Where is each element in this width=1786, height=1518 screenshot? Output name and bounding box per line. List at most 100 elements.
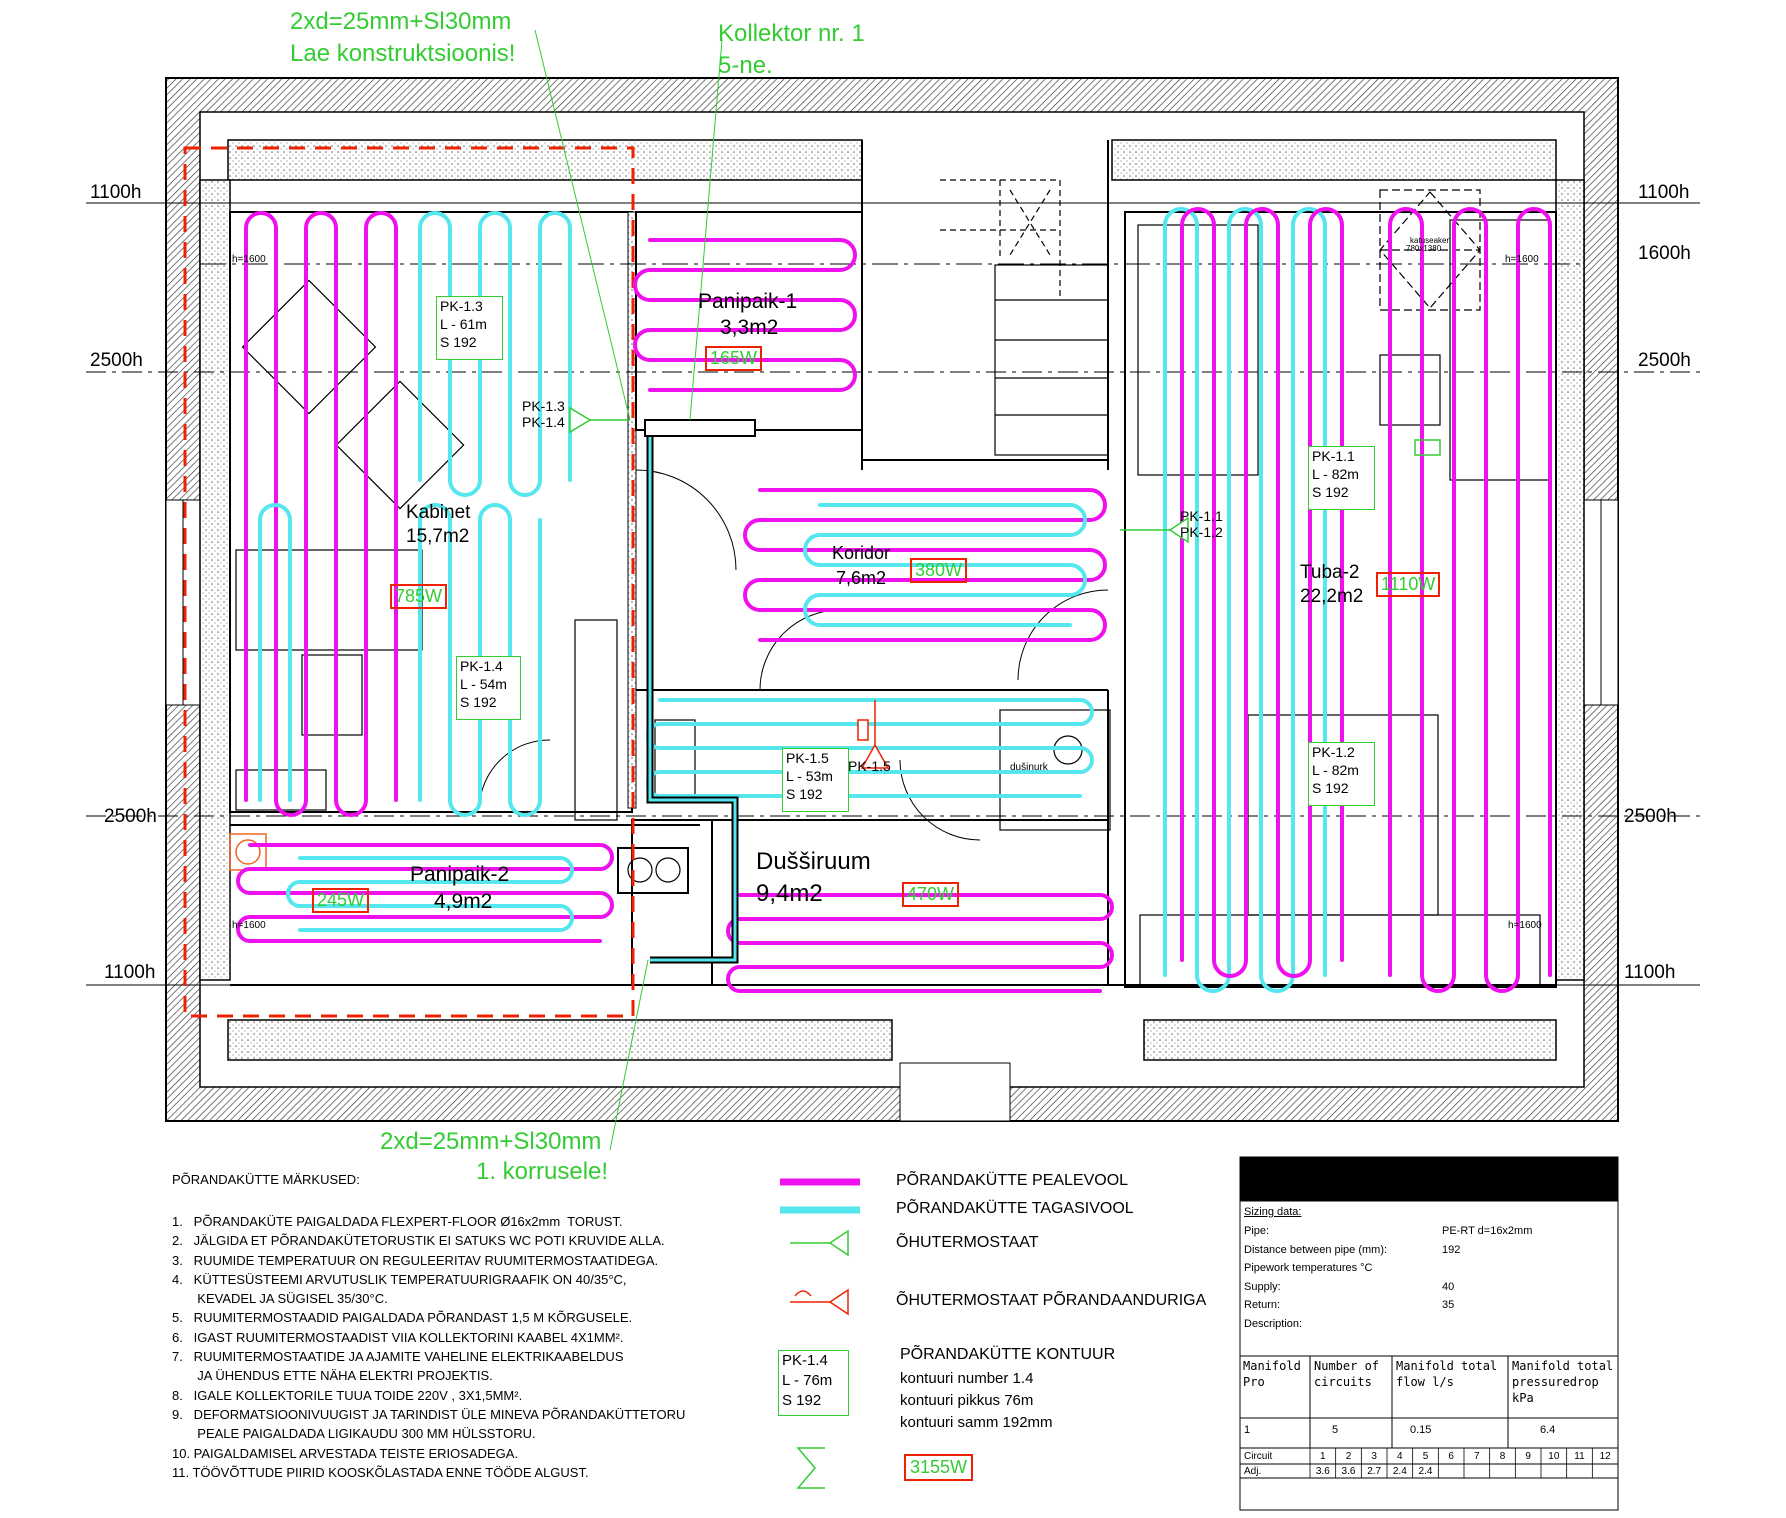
circuit-number-cell: 4 xyxy=(1397,1451,1403,1462)
legend-thermostat: ÕHUTERMOSTAAT xyxy=(896,1234,1039,1251)
red-dashed-zone xyxy=(183,146,635,1018)
callout-leaders xyxy=(534,29,723,1151)
note-line: 11. TÖÖVÕTTUDE PIIRID KOOSKÕLASTADA ENNE… xyxy=(172,1464,589,1480)
thermostat-label-pk11: PK-1.1 xyxy=(1180,508,1223,524)
note-line: 1. PÕRANDAKÜTE PAIGALDADA FLEXPERT-FLOOR… xyxy=(172,1214,623,1229)
pipe-pk13-return xyxy=(418,211,572,497)
room-panipaik1-power: 165W xyxy=(705,346,763,371)
legend-thermostat-floor: ÕHUTERMOSTAAT PÕRANDAANDURIGA xyxy=(896,1292,1207,1309)
circuit-step: S 192 xyxy=(786,786,823,802)
pipe-panipaik2-return xyxy=(286,856,574,932)
legend-circuit-title: PÕRANDAKÜTTE KONTUUR xyxy=(900,1346,1116,1363)
circuit-step: S 192 xyxy=(440,334,477,350)
sizing-table-frame xyxy=(1239,1156,1619,1511)
pipe-pk12-supply xyxy=(1388,207,1552,993)
sizing-title: Sizing data: xyxy=(1244,1206,1302,1218)
circuit-length: L - 61m xyxy=(440,316,487,332)
adj-value-cell: 3.6 xyxy=(1341,1466,1356,1477)
room-dussiruum-name: Dušširuum xyxy=(756,848,871,875)
sizing-label: Pipework temperatures °C xyxy=(1244,1262,1373,1274)
manifold-lines xyxy=(644,419,756,964)
room-panipaik2-name: Panipaik-2 xyxy=(410,863,510,886)
height-1100-right-top: 1100h xyxy=(1638,182,1690,203)
circuit-id: PK-1.1 xyxy=(1312,448,1355,464)
room-panipaik1-area: 3,3m2 xyxy=(720,316,779,339)
note-line: 7. RUUMITERMOSTAATIDE JA AJAMITE VAHELIN… xyxy=(172,1349,624,1365)
note-line: 9. DEFORMATSIOONIVUUGIST JA TARINDIST ÜL… xyxy=(172,1406,686,1422)
note-line: 8. IGALE KOLLEKTORILE TUUA TOIDE 220V , … xyxy=(172,1387,523,1403)
callout-manifold-1: Kollektor nr. 1 xyxy=(718,20,865,47)
sizing-row: Supply:40 xyxy=(1244,1278,1614,1297)
outer-walls xyxy=(165,77,1619,1122)
notes-title: PÕRANDAKÜTTE MÄRKUSED: xyxy=(172,1172,360,1187)
room-panipaik1-name: Panipaik-1 xyxy=(698,290,798,313)
circuit-length: L - 53m xyxy=(786,768,833,784)
room-koridor-name: Koridor xyxy=(832,543,891,563)
h1600-mark-3: h=1600 xyxy=(232,920,266,931)
height-2500-left-bottom: 2500h xyxy=(104,806,157,827)
height-2500-right-bottom: 2500h xyxy=(1624,806,1677,827)
circuit-id: PK-1.3 xyxy=(440,298,483,314)
callout-bottom-1: 2xd=25mm+Sl30mm xyxy=(380,1128,602,1155)
room-kabinet-name: Kabinet xyxy=(406,502,471,523)
circuit-id: PK-1.4 xyxy=(460,658,503,674)
circuit-step: S 192 xyxy=(1312,484,1349,500)
pipe-pk15-supply xyxy=(726,893,1114,993)
circuit-box-pk13: PK-1.3 L - 61m S 192 xyxy=(436,296,503,360)
adj-value-cell: 2.4 xyxy=(1392,1466,1407,1477)
stairs xyxy=(940,179,1109,456)
sizing-label: Description: xyxy=(1244,1317,1303,1330)
height-2500-left-top: 2500h xyxy=(90,350,143,371)
note-line: 6. IGAST RUUMITERMOSTAADIST VIIA KOLLEKT… xyxy=(172,1329,624,1345)
pipe-pk13-supply xyxy=(244,211,398,817)
manifold-value: 1 xyxy=(1244,1424,1251,1436)
circuit-number-cell: 12 xyxy=(1599,1451,1611,1462)
legend-circuit-line1: kontuuri number 1.4 xyxy=(900,1370,1034,1387)
pipe-koridor-supply xyxy=(743,488,1107,642)
skylight-size: 780x1380 xyxy=(1406,244,1442,253)
thermostat-label-pk14: PK-1.4 xyxy=(522,414,565,430)
circuit-length: L - 54m xyxy=(460,676,507,692)
pipe-pk14-return xyxy=(258,503,292,802)
note-line: PEALE PAIGALDADA LIGIKAUDU 300 MM HÜLSST… xyxy=(172,1426,536,1442)
circuit-number-cell: 1 xyxy=(1320,1451,1326,1462)
circuit-step: S 192 xyxy=(782,1392,822,1409)
manifold-header: Number of circuits xyxy=(1314,1359,1380,1389)
manifold-header: Manifold Pro xyxy=(1243,1359,1301,1389)
room-tuba2-name: Tuba-2 xyxy=(1300,562,1360,583)
legend-return: PÕRANDAKÜTTE TAGASIVOOL xyxy=(896,1200,1134,1217)
circuit-length: L - 82m xyxy=(1312,466,1359,482)
room-koridor-area: 7,6m2 xyxy=(836,568,887,588)
manifold-box xyxy=(644,419,756,437)
manifold-value: 0.15 xyxy=(1410,1424,1432,1436)
sizing-value: 35 xyxy=(1442,1299,1455,1311)
height-1600-right: 1600h xyxy=(1638,243,1691,264)
height-2500-right-top: 2500h xyxy=(1638,350,1691,371)
room-dussiruum-power: 470W xyxy=(902,882,960,907)
height-1100-left-top: 1100h xyxy=(90,182,142,203)
legend-circuit-line2: kontuuri pikkus 76m xyxy=(900,1392,1034,1409)
note-line: 5. RUUMITERMOSTAADID PAIGALDADA PÕRANDAS… xyxy=(172,1310,633,1326)
sizing-row: Distance between pipe (mm):192 xyxy=(1244,1241,1614,1260)
circuit-box-pk14: PK-1.4 L - 54m S 192 xyxy=(456,656,521,720)
circuit-number-cell: 11 xyxy=(1574,1451,1585,1462)
legend-circuit-sample: PK-1.4 L - 76m S 192 xyxy=(778,1350,849,1416)
circuit-id: PK-1.2 xyxy=(1312,744,1355,760)
circuit-number-cell: 9 xyxy=(1525,1451,1531,1462)
callout-top-left-2: Lae konstruktsioonis! xyxy=(290,40,516,67)
note-line: 4. KÜTTESÜSTEEMI ARVUTUSLIK TEMPERATUURI… xyxy=(172,1271,627,1287)
h1600-mark-1: h=1600 xyxy=(232,254,266,265)
callout-manifold-2: 5-ne. xyxy=(718,52,773,79)
circuit-length: L - 76m xyxy=(782,1372,833,1389)
adj-row-label: Adj. xyxy=(1244,1466,1262,1477)
pipe-panipaik1 xyxy=(633,238,857,392)
circuit-number-cell: 3 xyxy=(1371,1451,1377,1462)
circuit-step: S 192 xyxy=(1312,780,1349,796)
notes-list: 1. PÕRANDAKÜTE PAIGALDADA FLEXPERT-FLOOR… xyxy=(172,1212,762,1482)
height-1100-right-bottom: 1100h xyxy=(1624,962,1676,983)
room-tuba2-power: 1110W xyxy=(1376,572,1441,597)
circuit-box-pk12: PK-1.2 L - 82m S 192 xyxy=(1308,742,1375,806)
sizing-row: Description: xyxy=(1244,1315,1614,1334)
